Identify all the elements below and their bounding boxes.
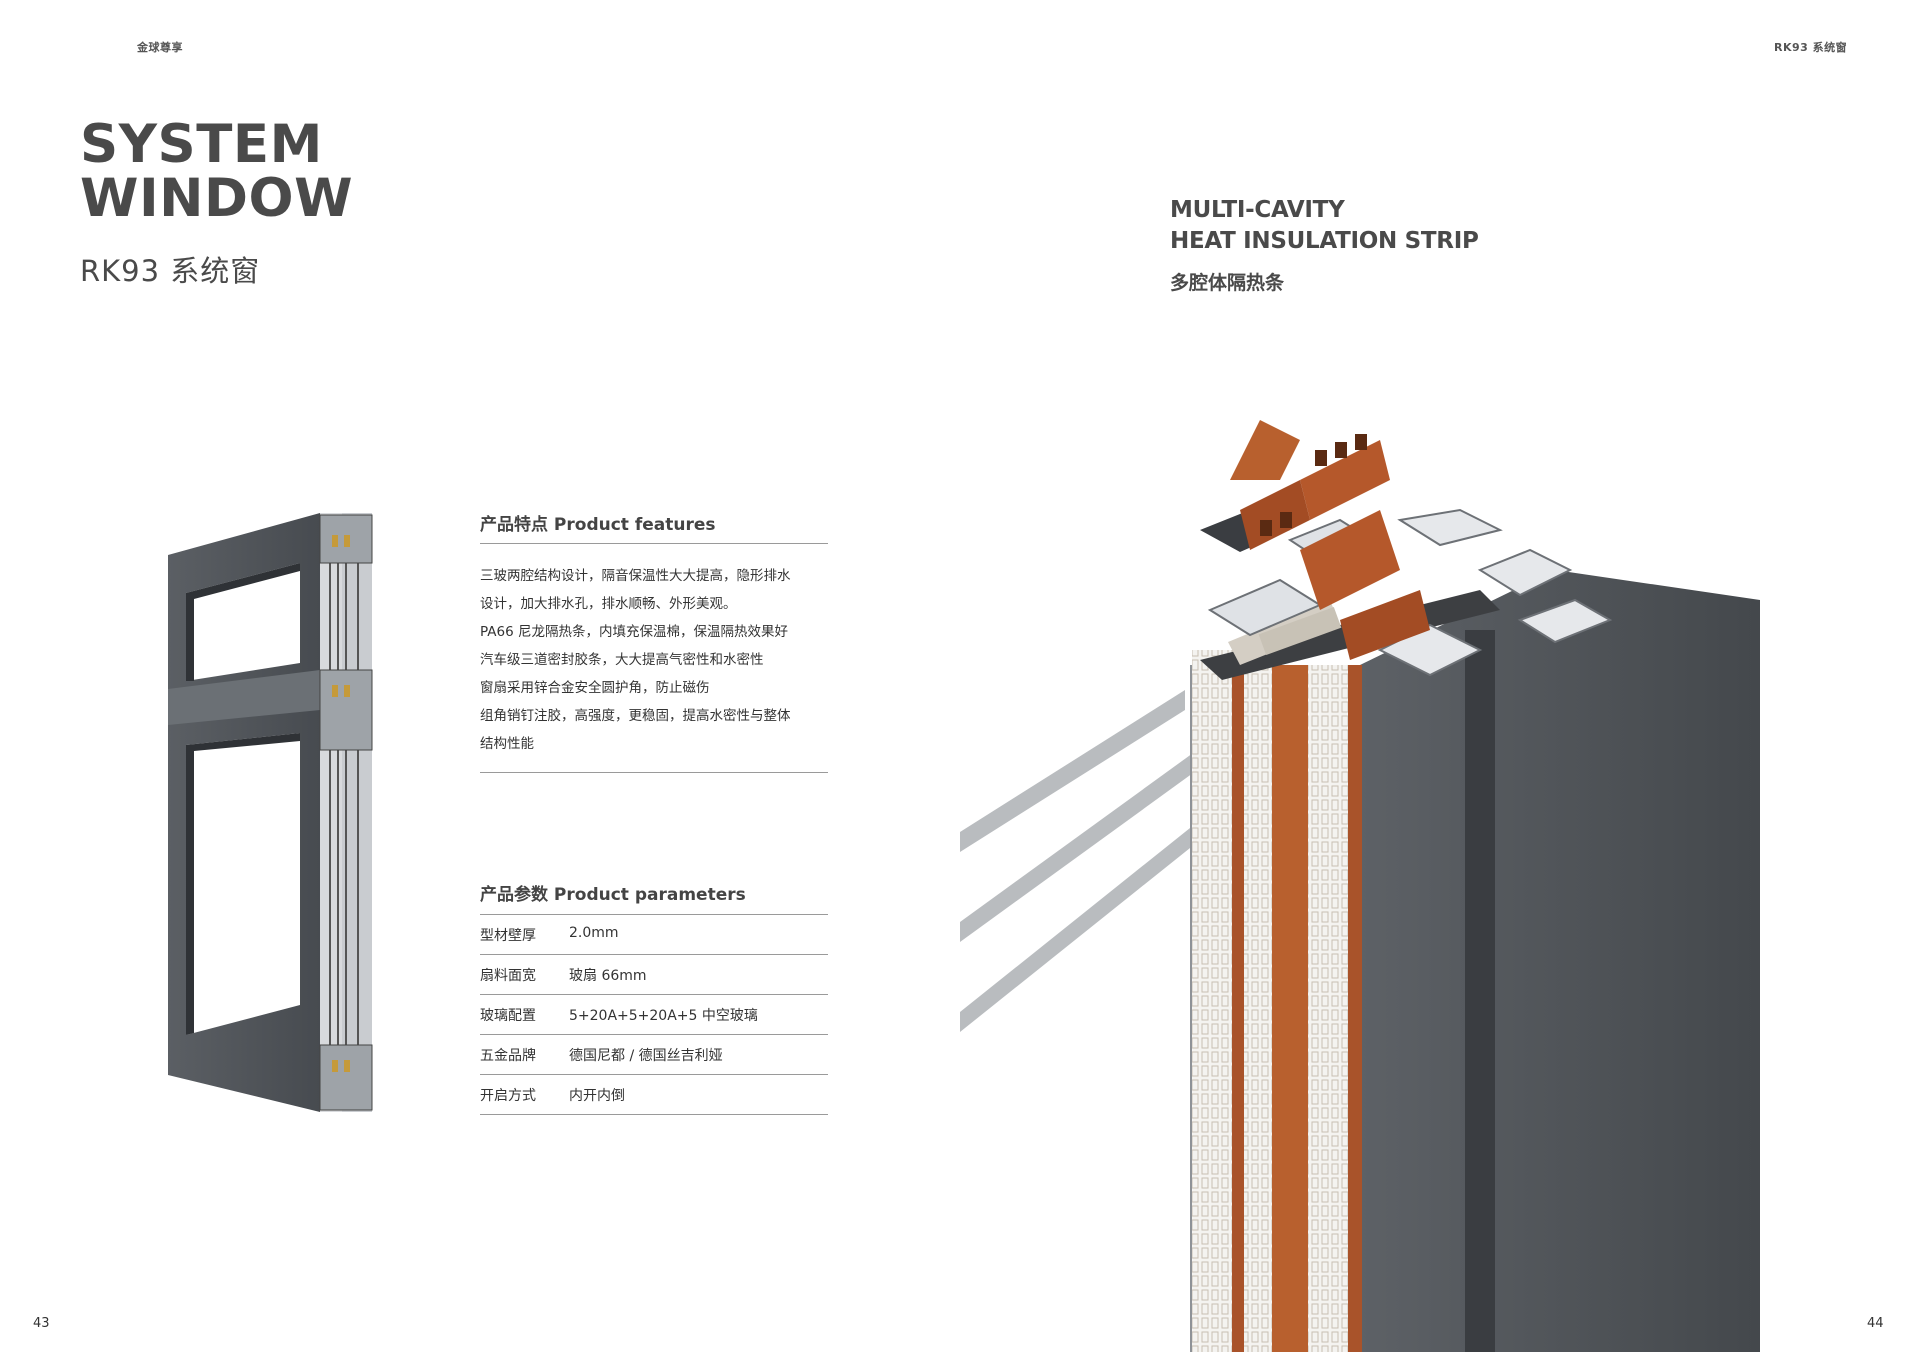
feature-line: 汽车级三道密封胶条，大大提高气密性和水密性 <box>480 652 764 668</box>
features-heading: 产品特点 Product features <box>480 515 716 535</box>
features-bottom-divider <box>480 772 828 773</box>
param-label: 开启方式 <box>480 1088 536 1104</box>
section-title-line-1: MULTI-CAVITY <box>1170 197 1345 223</box>
feature-line: PA66 尼龙隔热条，内填充保温棉，保温隔热效果好 <box>480 624 788 640</box>
header-right-text: RK93 系统窗 <box>1774 41 1848 54</box>
feature-line: 三玻两腔结构设计，隔音保温性大大提高，隐形排水 <box>480 568 791 584</box>
feature-line: 设计，加大排水孔，排水顺畅、外形美观。 <box>480 596 737 612</box>
param-value: 2.0mm <box>569 925 619 941</box>
header-left-text: 金球尊享 <box>137 41 183 54</box>
feature-line: 结构性能 <box>480 736 534 752</box>
section-title-line-2: HEAT INSULATION STRIP <box>1170 228 1479 254</box>
title-line-2: WINDOW <box>80 168 354 229</box>
section-subtitle: 多腔体隔热条 <box>1170 272 1285 294</box>
param-label: 五金品牌 <box>480 1048 536 1064</box>
table-row: 型材壁厚 2.0mm <box>480 915 828 955</box>
window-frame-illustration <box>168 513 373 1112</box>
page-number-right: 44 <box>1867 1316 1884 1331</box>
param-value: 玻扇 66mm <box>569 968 647 984</box>
param-value: 5+20A+5+20A+5 中空玻璃 <box>569 1008 758 1024</box>
features-top-divider <box>480 543 828 544</box>
table-row: 扇料面宽 玻扇 66mm <box>480 955 828 995</box>
param-value: 内开内倒 <box>569 1088 625 1104</box>
parameters-heading: 产品参数 Product parameters <box>480 885 746 905</box>
page-subtitle: RK93 系统窗 <box>80 254 261 288</box>
page-number-left: 43 <box>33 1316 50 1331</box>
section-title: MULTI-CAVITY HEAT INSULATION STRIP <box>1170 195 1479 257</box>
parameters-table: 型材壁厚 2.0mm 扇料面宽 玻扇 66mm 玻璃配置 5+20A+5+20A… <box>480 914 828 1115</box>
param-label: 扇料面宽 <box>480 968 536 984</box>
profile-cross-section-illustration <box>960 420 1760 1352</box>
feature-line: 窗扇采用锌合金安全圆护角，防止磁伤 <box>480 680 710 696</box>
param-label: 型材壁厚 <box>480 928 536 944</box>
page-title: SYSTEM WINDOW <box>80 118 353 226</box>
table-row: 开启方式 内开内倒 <box>480 1075 828 1115</box>
param-label: 玻璃配置 <box>480 1008 536 1024</box>
table-row: 五金品牌 德国尼都 / 德国丝吉利娅 <box>480 1035 828 1075</box>
feature-line: 组角销钉注胶，高强度，更稳固，提高水密性与整体 <box>480 708 791 724</box>
features-list: 三玻两腔结构设计，隔音保温性大大提高，隐形排水 设计，加大排水孔，排水顺畅、外形… <box>480 562 835 758</box>
table-row: 玻璃配置 5+20A+5+20A+5 中空玻璃 <box>480 995 828 1035</box>
title-line-1: SYSTEM <box>80 114 323 175</box>
param-value: 德国尼都 / 德国丝吉利娅 <box>569 1048 723 1064</box>
